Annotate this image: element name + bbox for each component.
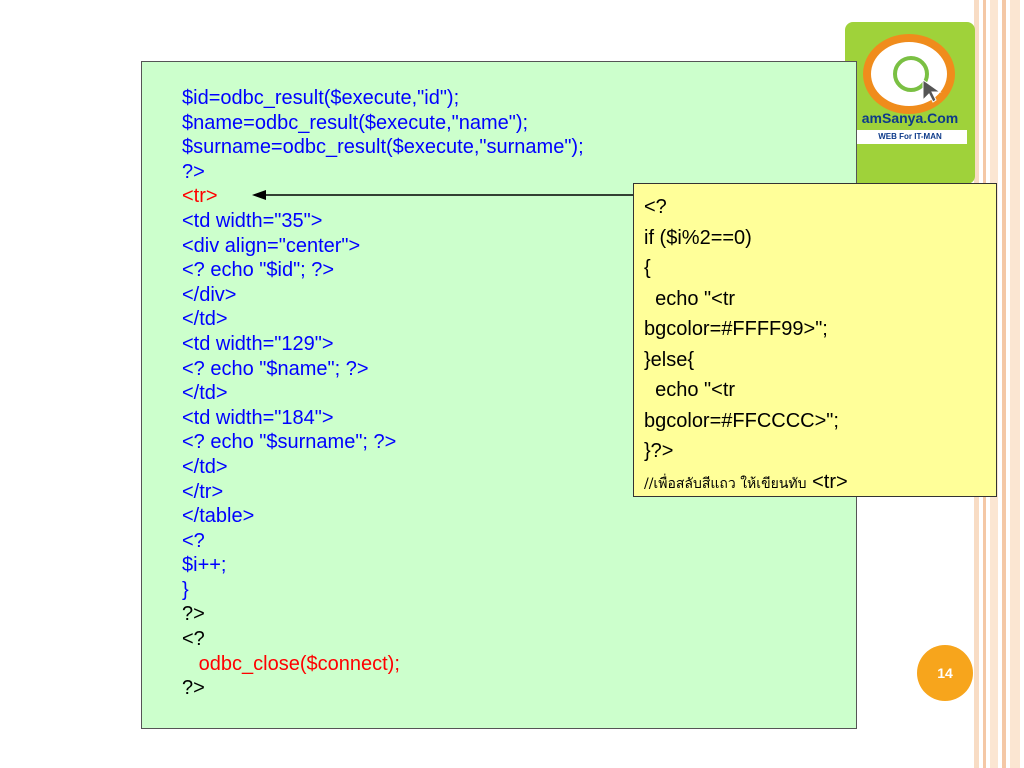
code-line: <? echo "$name"; ?>	[182, 357, 369, 380]
code-line: <div align="center">	[182, 234, 361, 257]
code-line: <?	[182, 628, 205, 651]
note-comment-line: //เพื่อสลับสีแถว ให้เขียนทับ <tr>	[644, 467, 848, 500]
code-line: </td>	[182, 308, 228, 331]
cursor-icon	[922, 79, 942, 103]
code-line: $i++;	[182, 554, 227, 577]
code-line: </div>	[182, 283, 237, 306]
note-panel: <? if ($i%2==0) { echo "<tr bgcolor=#FFFF99…	[633, 183, 997, 497]
code-line: </td>	[182, 455, 228, 478]
code-line: <td width="35">	[182, 209, 323, 232]
note-line: bgcolor=#FFFF99>";	[644, 318, 828, 340]
note-comment: //เพื่อสลับสีแถว ให้เขียนทับ	[644, 475, 807, 492]
code-line: </td>	[182, 382, 228, 405]
code-line: </tr>	[182, 480, 224, 503]
note-line: }?>	[644, 440, 674, 462]
code-line: ?>	[182, 677, 205, 700]
logo-tagline: WEB For IT-MAN	[853, 130, 967, 144]
code-line: ?>	[182, 160, 205, 183]
note-comment-tag: <tr>	[812, 470, 848, 493]
globe-icon	[893, 56, 929, 92]
code-line: </table>	[182, 505, 255, 528]
note-line: <?	[644, 196, 667, 218]
logo-brand-text: amSanya.Com	[861, 110, 959, 126]
code-line: <tr>	[182, 185, 218, 208]
page-number-badge: 14	[917, 645, 973, 701]
note-line: echo "<tr	[644, 287, 736, 310]
code-line: <td width="184">	[182, 406, 334, 429]
note-line: bgcolor=#FFCCCC>";	[644, 409, 839, 432]
note-line: }else{	[644, 348, 695, 371]
code-line: }	[182, 578, 189, 601]
code-line: odbc_close($connect);	[182, 652, 400, 675]
code-listing: $id=odbc_result($execute,"id");$name=odb…	[182, 86, 584, 701]
note-line: echo "<tr	[644, 379, 736, 401]
code-line: $name=odbc_result($execute,"name");	[182, 111, 529, 134]
site-logo: amSanya.Com WEB For IT-MAN	[845, 22, 975, 184]
note-line: if ($i%2==0)	[644, 226, 752, 249]
speech-bubble-icon	[863, 34, 955, 114]
code-line: <? echo "$id"; ?>	[182, 259, 335, 282]
code-line: <? echo "$surname"; ?>	[182, 431, 397, 454]
note-line: {	[644, 257, 651, 279]
note-listing: <? if ($i%2==0) { echo "<tr bgcolor=#FFFF99…	[644, 192, 848, 499]
code-line: ?>	[182, 603, 205, 626]
code-line: <?	[182, 529, 205, 552]
code-line: <td width="129">	[182, 332, 334, 355]
code-line: $surname=odbc_result($execute,"surname")…	[182, 136, 584, 159]
code-line: $id=odbc_result($execute,"id");	[182, 87, 460, 109]
